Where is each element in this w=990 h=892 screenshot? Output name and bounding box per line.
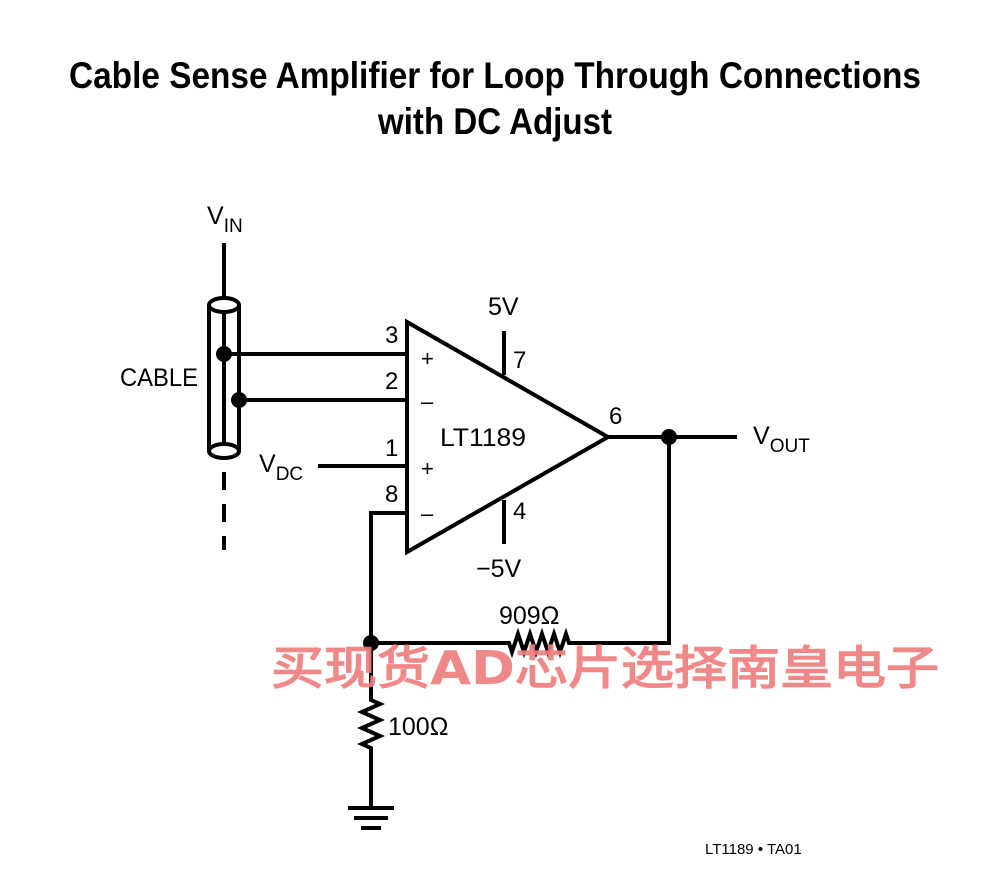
cable-label: CABLE	[120, 364, 198, 392]
pin-number-3: 3	[385, 322, 398, 349]
pin-number-4: 4	[513, 498, 526, 525]
op-amp-triangle	[405, 318, 613, 556]
vout-label: VOUT	[753, 422, 810, 457]
pin-number-8: 8	[385, 481, 398, 508]
title-line-2: with DC Adjust	[377, 101, 612, 142]
vin-label: VIN	[207, 202, 243, 237]
vdc-label: VDC	[259, 450, 303, 485]
pin-number-6: 6	[609, 403, 622, 430]
resistor-909-label: 909Ω	[499, 602, 559, 630]
supply-pos-label: 5V	[488, 293, 519, 321]
supply-neg-label: −5V	[476, 555, 522, 583]
resistor-909-ohm	[369, 627, 671, 659]
pin-number-1: 1	[385, 435, 398, 462]
watermark-text: 买现货AD芯片选择南皇电子	[271, 641, 939, 695]
ground-symbol	[348, 806, 394, 830]
cable-top-end	[207, 296, 241, 314]
sign-plus-pin1: +	[421, 456, 434, 481]
sign-minus-pin2: –	[421, 389, 434, 414]
cable-bottom-end	[207, 442, 241, 460]
pin-number-7: 7	[513, 347, 526, 374]
op-amp-label: LT1189	[440, 424, 526, 452]
figure-reference: LT1189 • TA01	[705, 841, 802, 858]
title-line-1: Cable Sense Amplifier for Loop Through C…	[69, 55, 921, 96]
sign-minus-pin8: –	[421, 501, 434, 526]
sign-plus-pin3: +	[421, 346, 434, 371]
resistor-100-label: 100Ω	[388, 713, 448, 741]
coax-cable	[207, 243, 247, 550]
wire-pin8	[369, 511, 409, 645]
resistor-100-ohm	[357, 641, 385, 808]
pin-number-2: 2	[385, 368, 398, 395]
